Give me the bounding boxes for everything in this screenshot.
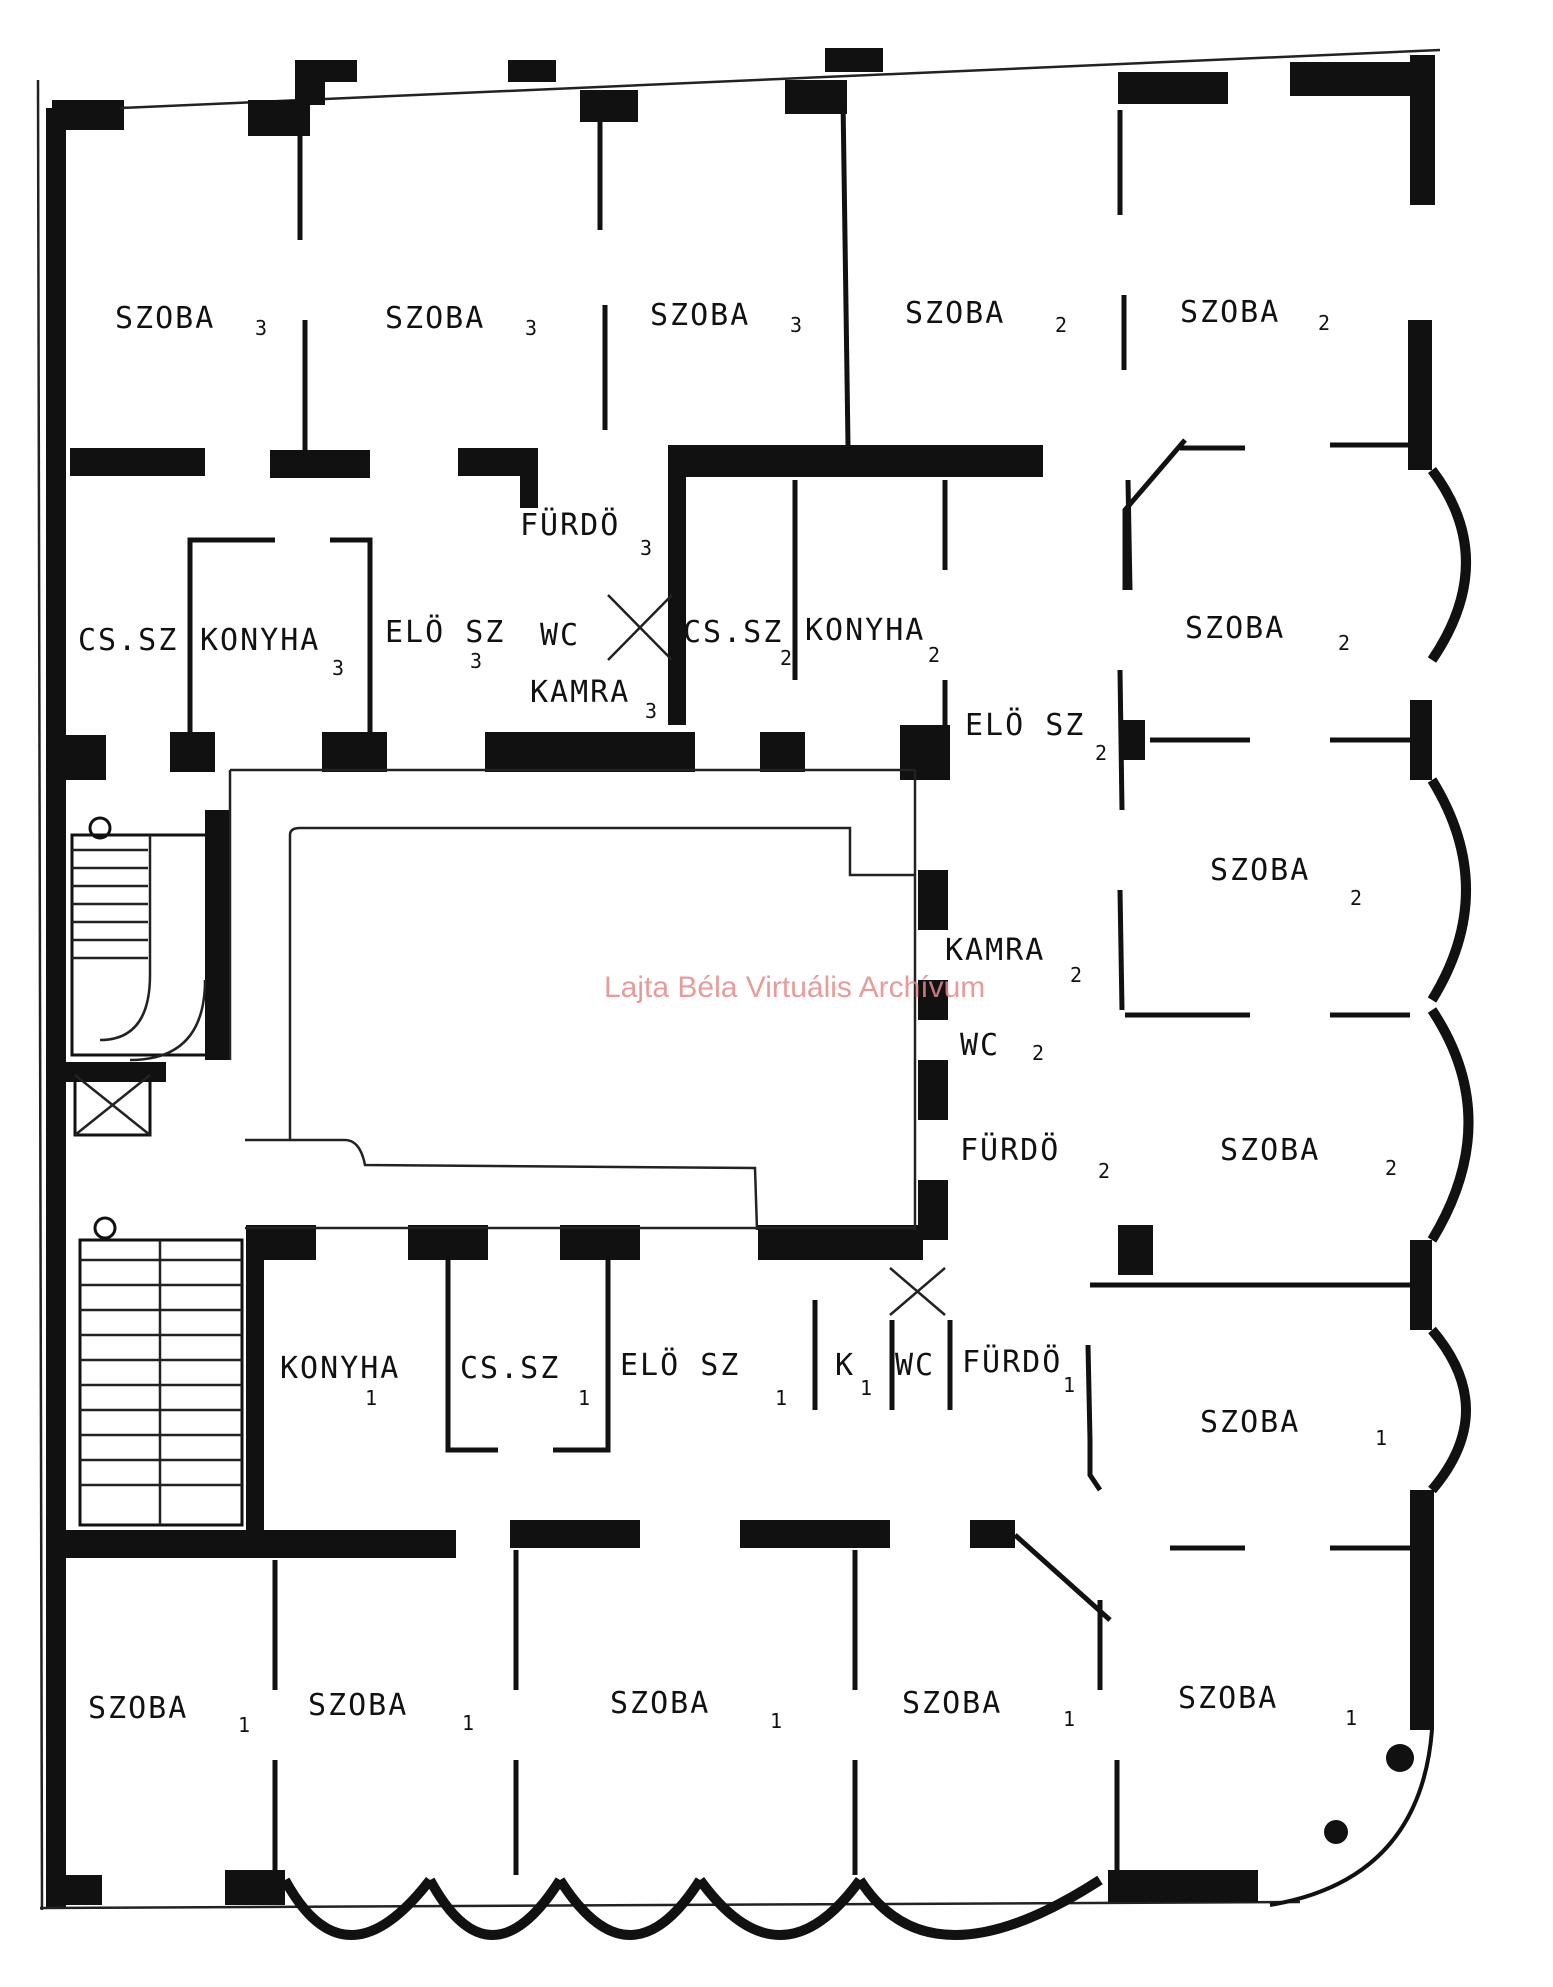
room-unit: 1 bbox=[775, 1386, 787, 1410]
room-label: FÜRDÖ bbox=[960, 1132, 1060, 1168]
room-unit: 2 bbox=[1338, 631, 1350, 655]
room-unit: 3 bbox=[525, 316, 537, 340]
staircase-upper bbox=[70, 816, 209, 1137]
room-unit: 1 bbox=[578, 1386, 590, 1410]
room-unit: 2 bbox=[1385, 1156, 1397, 1180]
room-label: SZOBA bbox=[1220, 1133, 1320, 1168]
room-unit: 1 bbox=[1063, 1373, 1075, 1397]
room-unit: 2 bbox=[1098, 1159, 1110, 1183]
room-unit: 2 bbox=[1032, 1041, 1044, 1065]
staircase-lower bbox=[78, 1216, 244, 1527]
room-unit: 1 bbox=[365, 1386, 377, 1410]
room-label: SZOBA bbox=[650, 298, 750, 333]
room-label: WC bbox=[540, 618, 580, 653]
room-unit: 2 bbox=[1070, 963, 1082, 987]
room-label: ELÖ SZ bbox=[965, 707, 1085, 743]
room-label: SZOBA bbox=[610, 1686, 710, 1721]
room-label: CS.SZ bbox=[78, 623, 178, 658]
room-label: SZOBA bbox=[1185, 611, 1285, 646]
outer-walls bbox=[36, 48, 1441, 1911]
room-label: SZOBA bbox=[1200, 1405, 1300, 1440]
room-label: KONYHA bbox=[805, 613, 925, 648]
room-label: SZOBA bbox=[385, 301, 485, 336]
room-unit: 3 bbox=[470, 649, 482, 673]
interior-walls bbox=[66, 445, 1153, 1558]
room-unit: 2 bbox=[1095, 741, 1107, 765]
room-unit: 1 bbox=[238, 1713, 250, 1737]
room-label: SZOBA bbox=[115, 301, 215, 336]
room-unit: 3 bbox=[645, 699, 657, 723]
room-label: ELÖ SZ bbox=[385, 614, 505, 650]
room-label: FÜRDÖ bbox=[962, 1344, 1062, 1380]
room-unit: 1 bbox=[770, 1709, 782, 1733]
archive-watermark: Lajta Béla Virtuális Archívum bbox=[604, 971, 985, 1004]
room-label: SZOBA bbox=[1210, 853, 1310, 888]
bay-windows-south bbox=[280, 1875, 1103, 1940]
room-label: KAMRA bbox=[530, 675, 630, 710]
room-label: SZOBA bbox=[1180, 295, 1280, 330]
room-label: WC bbox=[895, 1348, 935, 1383]
room-unit: 1 bbox=[1375, 1426, 1387, 1450]
room-label: FÜRDÖ bbox=[520, 507, 620, 543]
room-label: WC bbox=[960, 1028, 1000, 1063]
room-unit: 2 bbox=[928, 643, 940, 667]
courtyard bbox=[228, 768, 917, 1231]
room-label: SZOBA bbox=[905, 296, 1005, 331]
room-label: KONYHA bbox=[200, 623, 320, 658]
room-unit: 3 bbox=[332, 656, 344, 680]
room-label: CS.SZ bbox=[460, 1351, 560, 1386]
room-label: SZOBA bbox=[902, 1686, 1002, 1721]
room-label: SZOBA bbox=[308, 1688, 408, 1723]
room-unit: 1 bbox=[462, 1711, 474, 1735]
room-unit: 2 bbox=[780, 646, 792, 670]
room-label: ELÖ SZ bbox=[620, 1347, 740, 1383]
room-label: SZOBA bbox=[88, 1691, 188, 1726]
room-unit: 3 bbox=[790, 313, 802, 337]
room-label: KAMRA bbox=[945, 933, 1045, 968]
room-unit: 2 bbox=[1350, 886, 1362, 910]
room-unit: 3 bbox=[255, 316, 267, 340]
partitions bbox=[187, 99, 1420, 1875]
room-label: K bbox=[835, 1348, 855, 1383]
room-unit: 1 bbox=[1345, 1706, 1357, 1730]
room-unit: 1 bbox=[1063, 1707, 1075, 1731]
room-unit: 2 bbox=[1318, 311, 1330, 335]
bay-windows-east bbox=[1269, 466, 1474, 1907]
room-unit: 1 bbox=[860, 1376, 872, 1400]
room-label: SZOBA bbox=[1178, 1681, 1278, 1716]
room-labels: SZOBA 3 SZOBA 3 SZOBA 3 SZOBA 2 SZOBA 2 … bbox=[78, 295, 1397, 1737]
room-label: KONYHA bbox=[280, 1351, 400, 1386]
room-unit: 3 bbox=[640, 536, 652, 560]
room-unit: 2 bbox=[1055, 313, 1067, 337]
wc-marks bbox=[607, 594, 946, 1316]
room-label: CS.SZ bbox=[683, 615, 783, 650]
